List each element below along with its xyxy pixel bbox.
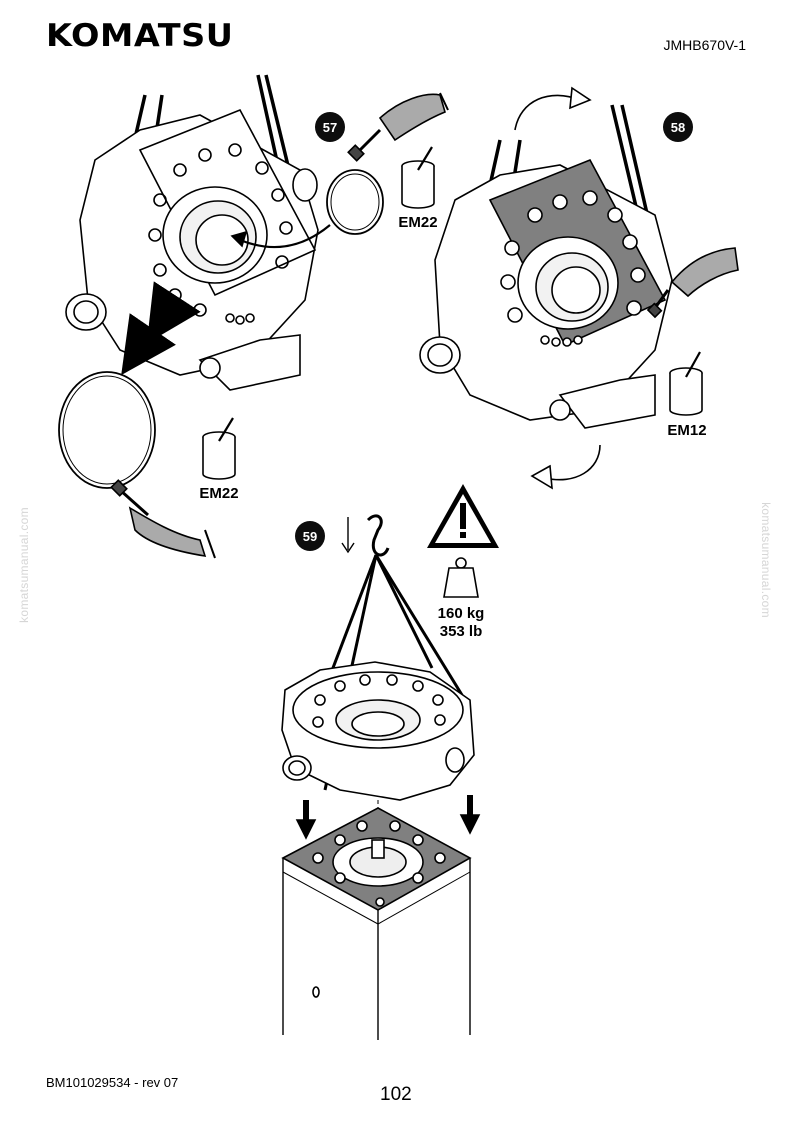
grease-pot-icon — [202, 417, 236, 480]
lubricant-label-em22-top: EM22 — [398, 214, 438, 231]
lubricant-label-em22-bottom: EM22 — [199, 485, 239, 502]
step-58-badge: 58 — [663, 112, 693, 142]
step58-illustration — [419, 86, 739, 490]
document-reference: BM101029534 - rev 07 — [46, 1075, 179, 1090]
page-number: 102 — [380, 1084, 412, 1105]
weight-icon — [443, 557, 479, 598]
step-57-badge: 57 — [315, 112, 345, 142]
step-59-badge: 59 — [295, 521, 325, 551]
step59-illustration — [281, 514, 481, 1040]
document-code: JMHB670V-1 — [663, 37, 746, 53]
lubricant-label-em12: EM12 — [667, 422, 707, 439]
grease-pot-icon — [669, 351, 703, 416]
grease-pot-icon — [401, 146, 435, 209]
weight-kg-label: 160 kg — [437, 605, 485, 622]
step57-illustration — [58, 74, 449, 559]
weight-lb-label: 353 lb — [439, 623, 483, 640]
warning-triangle-icon — [427, 484, 499, 548]
brand-logo: KOMATSU — [46, 18, 234, 54]
